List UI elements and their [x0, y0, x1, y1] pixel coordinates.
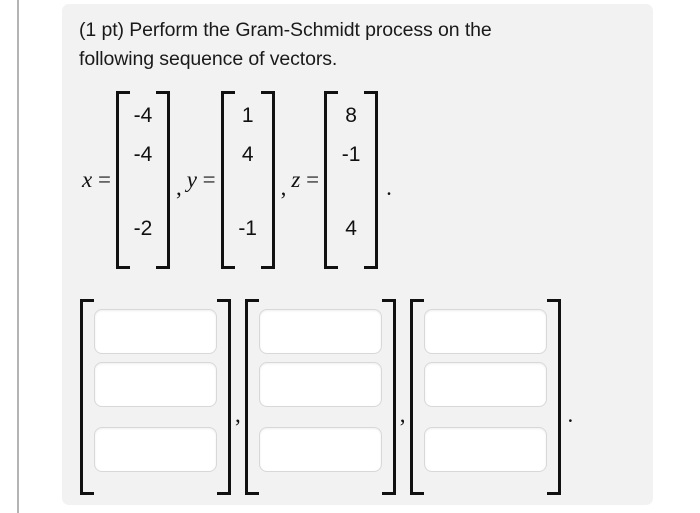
answer-3-input-2[interactable]	[423, 362, 547, 407]
vector-y-entry-3: -1	[238, 216, 257, 240]
given-vectors-row: x = -4 -4 -2 , y = 1 4 -1 ,	[79, 82, 392, 277]
vector-z: 8 -1 4	[324, 90, 379, 269]
vector-z-entry-2: -1	[341, 142, 361, 166]
bracket-left-icon	[409, 299, 424, 495]
separator-after-answer-3: .	[567, 402, 574, 427]
separator-after-answer-2: ,	[399, 402, 406, 427]
separator-after-x: ,	[175, 174, 182, 200]
bracket-left-icon	[220, 90, 235, 269]
vector-y-entry-1: 1	[241, 103, 254, 127]
bracket-left-icon	[80, 299, 94, 495]
bracket-right-icon	[364, 90, 379, 269]
problem-panel: (1 pt) Perform the Gram-Schmidt process …	[62, 4, 653, 505]
vector-y-name: y	[186, 166, 197, 192]
answer-1-input-2[interactable]	[94, 362, 217, 407]
bracket-right-icon	[546, 299, 561, 495]
answer-vector-2	[244, 299, 396, 495]
bracket-left-icon	[244, 299, 259, 495]
answer-2-input-2[interactable]	[258, 362, 382, 407]
vector-x-equals: =	[97, 166, 111, 192]
answer-2-input-1[interactable]	[258, 309, 382, 354]
vector-z-entry-3: 4	[345, 216, 357, 240]
answer-3-input-3[interactable]	[423, 427, 547, 472]
vector-y-label: y =	[184, 167, 219, 193]
problem-statement-line-2: following sequence of vectors.	[79, 48, 338, 70]
vector-x: -4 -4 -2	[115, 90, 170, 269]
separator-after-answer-1: ,	[235, 402, 241, 427]
vector-x-entry-1: -4	[133, 103, 153, 127]
problem-statement-line-1: (1 pt) Perform the Gram-Schmidt process …	[79, 19, 492, 41]
bracket-right-icon	[155, 90, 170, 269]
vector-x-name: x	[82, 166, 93, 192]
answer-2-input-3[interactable]	[258, 427, 382, 472]
bracket-right-icon	[260, 90, 275, 269]
answer-vector-1	[80, 299, 231, 495]
problem-statement: (1 pt) Perform the Gram-Schmidt process …	[79, 16, 629, 74]
vector-y-equals: =	[202, 166, 216, 192]
vector-z-equals: =	[306, 166, 320, 192]
answer-vectors-row: , , .	[79, 297, 573, 497]
vector-z-name: z	[291, 166, 301, 192]
answer-1-input-3[interactable]	[94, 427, 217, 472]
vector-y: 1 4 -1	[220, 90, 275, 269]
page-margin-rule	[17, 0, 19, 513]
bracket-right-icon	[381, 299, 396, 495]
vector-x-entry-2: -4	[133, 142, 153, 166]
vector-x-label: x =	[79, 167, 114, 193]
bracket-right-icon	[217, 299, 231, 495]
vector-z-entry-1: 8	[345, 103, 357, 127]
separator-after-z: .	[386, 174, 392, 200]
answer-1-input-1[interactable]	[94, 309, 217, 354]
vector-y-entry-2: 4	[241, 142, 254, 166]
separator-after-y: ,	[280, 174, 287, 200]
bracket-left-icon	[115, 90, 130, 269]
vector-x-entry-3: -2	[133, 216, 153, 240]
answer-vector-3	[409, 299, 561, 495]
vector-z-label: z =	[288, 167, 322, 193]
bracket-left-icon	[324, 90, 339, 269]
answer-3-input-1[interactable]	[423, 309, 547, 354]
